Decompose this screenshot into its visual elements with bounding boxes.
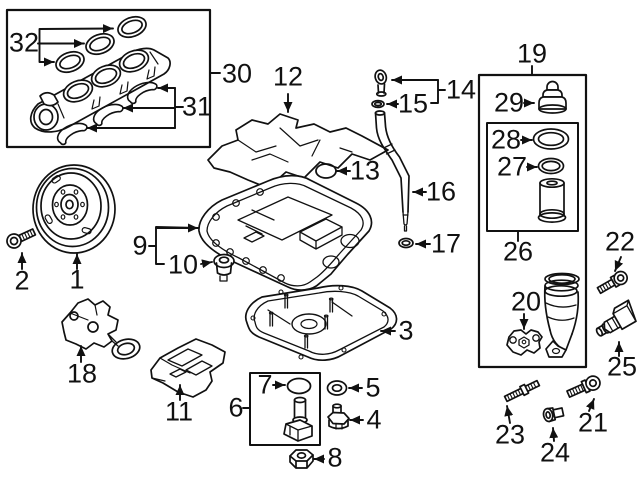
part-stud-23 (503, 379, 541, 403)
callout-6: 6 (228, 392, 244, 423)
part-gaskets-32 (55, 15, 147, 74)
part-oil-pressure-sensor (595, 299, 637, 337)
part-filter-cap (538, 80, 567, 114)
group-box-26 (486, 122, 579, 232)
callout-5: 5 (365, 372, 381, 403)
part-intake-manifold (29, 47, 171, 133)
callout-32: 32 (8, 27, 40, 58)
callout-21: 21 (577, 407, 609, 438)
part-upper-oil-pan (198, 174, 373, 291)
callout-7: 7 (257, 369, 273, 400)
part-drain-plug (327, 403, 350, 430)
callout-24: 24 (539, 437, 571, 468)
part-nut (289, 449, 314, 469)
part-oil-level-sensor (283, 377, 313, 442)
callout-18: 18 (66, 358, 98, 389)
part-bolt-22 (596, 270, 629, 295)
callout-9: 9 (132, 230, 148, 261)
callout-19: 19 (516, 38, 548, 69)
callout-13: 13 (349, 155, 381, 186)
part-pulley-bolt (6, 228, 37, 249)
callout-4: 4 (366, 404, 382, 435)
callout-27: 27 (496, 151, 528, 182)
callout-15: 15 (397, 88, 429, 119)
part-seal-13 (315, 163, 337, 179)
group-box-19 (477, 73, 588, 369)
callout-25: 25 (606, 351, 638, 382)
group-box-6 (249, 372, 321, 446)
callout-28: 28 (490, 124, 522, 155)
callout-11: 11 (164, 396, 194, 427)
part-filter-housing (543, 272, 580, 358)
part-bolt-24 (542, 407, 565, 423)
part-o-ring-17 (398, 237, 414, 249)
part-o-ring-15 (371, 99, 385, 109)
part-filter-element (537, 177, 567, 223)
callout-8: 8 (327, 442, 343, 473)
part-seal-28 (532, 128, 570, 150)
part-bolt-21 (566, 375, 601, 398)
part-windage-tray (150, 338, 226, 398)
part-o-ring-7 (286, 377, 312, 395)
part-washer (326, 380, 348, 396)
callout-20: 20 (510, 286, 542, 317)
callout-23: 23 (494, 419, 526, 450)
part-crankshaft-pulley (32, 164, 116, 254)
callout-31: 31 (181, 91, 213, 122)
part-gasket-20 (506, 329, 543, 356)
callout-26: 26 (502, 236, 534, 267)
part-plug-grommet (213, 253, 235, 282)
callout-30: 30 (221, 58, 253, 89)
part-bracket (61, 298, 141, 360)
callout-1: 1 (69, 264, 85, 295)
part-dipstick-tube (374, 110, 410, 232)
part-dipstick-handle (374, 69, 388, 97)
leader-lines (17, 24, 624, 464)
callout-12: 12 (272, 61, 304, 92)
callout-16: 16 (425, 176, 457, 207)
group-box-30 (5, 8, 212, 149)
callout-17: 17 (430, 228, 462, 259)
callout-10: 10 (167, 249, 199, 280)
callout-2: 2 (14, 265, 30, 296)
callout-29: 29 (493, 87, 525, 118)
callout-14: 14 (445, 74, 477, 105)
callout-22: 22 (604, 226, 636, 257)
callout-3: 3 (398, 315, 414, 346)
part-o-ring-27 (537, 157, 565, 175)
part-lower-oil-pan (244, 284, 398, 361)
